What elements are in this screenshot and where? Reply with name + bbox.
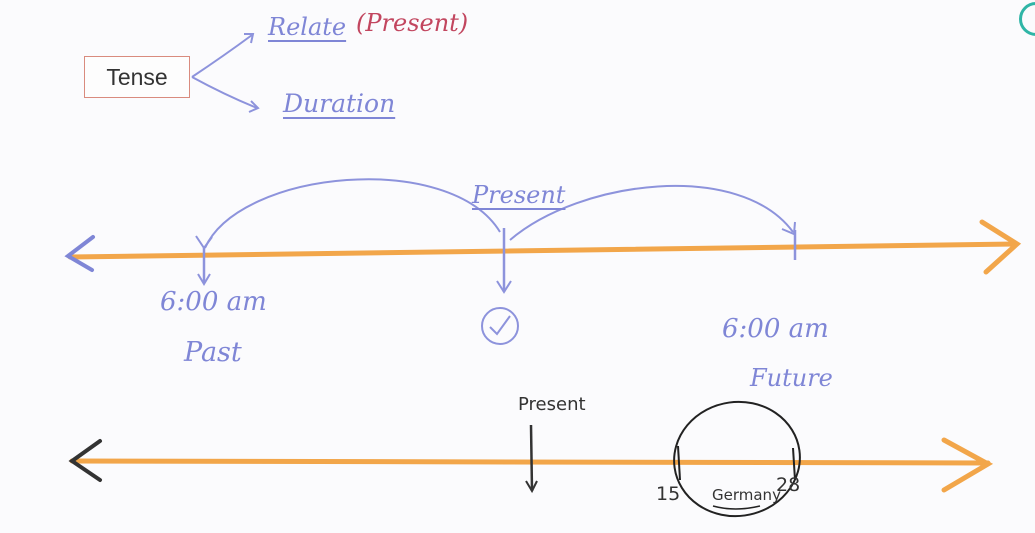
timeline-two-present-marker: [529, 424, 534, 492]
future-time-label: 6:00 am: [722, 314, 829, 344]
relate-label: Relate: [268, 13, 347, 41]
relate-present-label: (Present): [356, 9, 469, 37]
timeline-two-left-arrowhead: [68, 439, 102, 482]
germany-underline: [712, 505, 761, 510]
timeline-two-present-label: Present: [518, 394, 586, 415]
past-time-label: 6:00 am: [160, 287, 267, 317]
range-end-number: 28: [776, 474, 801, 496]
range-start-tick: [677, 445, 681, 481]
arc-to-past: [204, 178, 501, 249]
timeline-two-right-arrowhead: [941, 437, 994, 493]
present-label: Present: [472, 181, 566, 209]
branch-duration-arrowhead: [248, 100, 260, 113]
future-label: Future: [750, 364, 833, 392]
check-mark-icon: [489, 315, 511, 336]
arc-future-arrowhead: [781, 221, 796, 236]
range-end-tick: [792, 447, 796, 481]
timeline-two-present-arrowhead: [525, 480, 538, 494]
check-circle-icon: [481, 307, 519, 345]
timeline-one-right-arrowhead: [979, 219, 1022, 275]
past-marker-arrowhead: [197, 273, 211, 286]
branch-duration-line: [191, 76, 258, 109]
past-label: Past: [184, 337, 242, 368]
branch-relate-line: [191, 34, 253, 78]
germany-circle: [673, 400, 801, 518]
present-marker-arrowhead: [496, 280, 512, 294]
duration-label: Duration: [283, 89, 396, 118]
range-start-number: 15: [656, 483, 681, 505]
branch-relate-arrowhead: [244, 33, 255, 44]
germany-label: Germany: [712, 486, 781, 504]
tense-box: Tense: [84, 56, 190, 98]
timeline-one-axis: [67, 241, 1018, 260]
arc-to-future: [509, 185, 794, 241]
timeline-one-left-arrowhead: [64, 235, 95, 272]
timeline-two-axis: [69, 458, 991, 466]
